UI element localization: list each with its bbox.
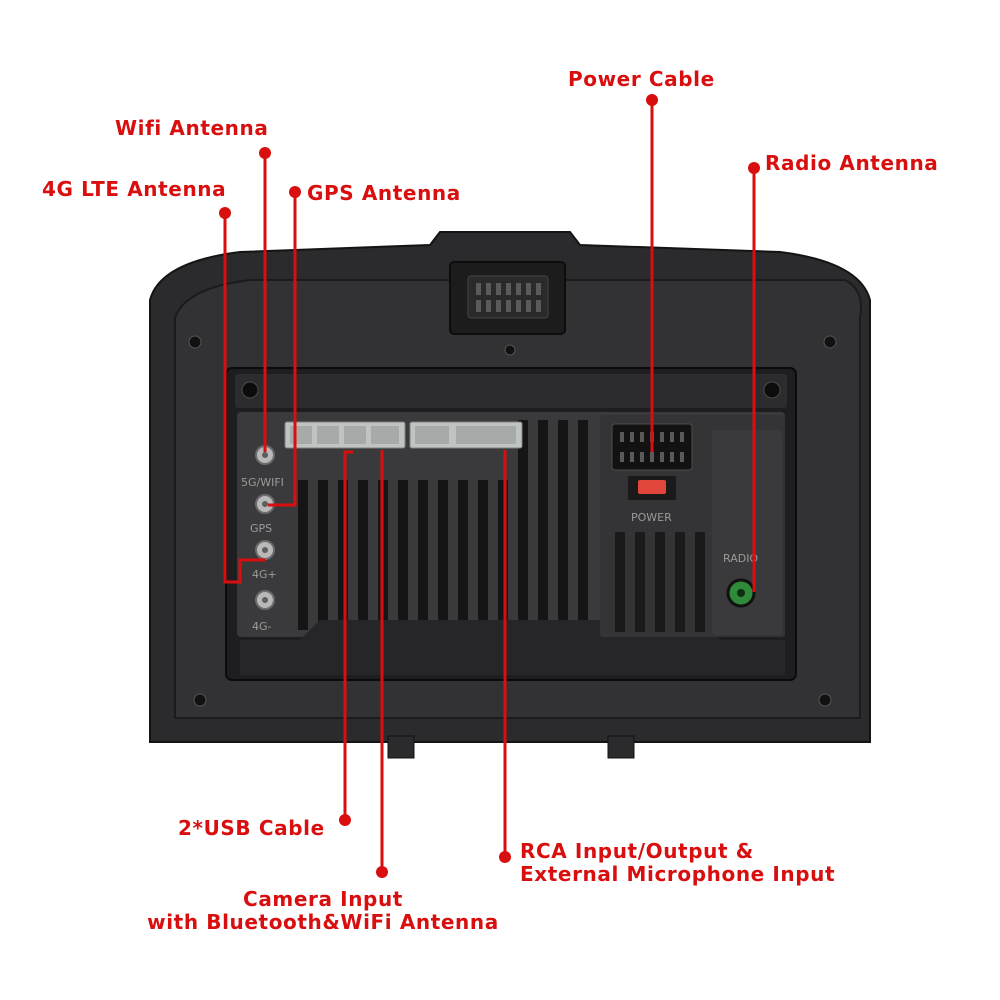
callout-camera-line-2: with Bluetooth&WiFi Antenna (147, 910, 499, 934)
callout-power-cable: Power Cable (568, 67, 715, 91)
power-fuse (638, 480, 666, 494)
leader-lines (223, 100, 756, 872)
usb-camera-connectors (284, 421, 406, 449)
port-label-4g-plus: 4G+ (252, 568, 277, 581)
callout-gps-antenna: GPS Antenna (307, 181, 461, 205)
radio-antenna-jack-center (737, 589, 745, 597)
port-label-radio: RADIO (723, 552, 758, 565)
callout-camera-line-1: Camera Input (243, 887, 403, 911)
power-block-fins (615, 532, 705, 632)
top-harness-pins (476, 283, 541, 312)
radio-block (712, 430, 782, 635)
chassis-top-rail (235, 374, 787, 408)
port-label-4g: 4G- (252, 620, 272, 633)
leader-usb (343, 450, 353, 820)
mounting-tabs (387, 735, 635, 759)
callout-camera-input: Camera Input with Bluetooth&WiFi Antenna (133, 888, 513, 934)
callout-rca-line-2: External Microphone Input (520, 862, 836, 886)
leader-dots (219, 94, 760, 878)
callout-rca-line-1: RCA Input/Output & (520, 839, 754, 863)
callout-wifi-antenna: Wifi Antenna (115, 116, 269, 140)
callout-rca-input: RCA Input/Output & External Microphone I… (520, 840, 835, 886)
callout-4g-lte-antenna: 4G LTE Antenna (42, 177, 227, 201)
callout-radio-antenna: Radio Antenna (765, 151, 939, 175)
leader-4g (223, 213, 265, 584)
port-label-power: POWER (631, 511, 672, 524)
bezel-screws (188, 335, 837, 707)
port-label-gps: GPS (250, 522, 272, 535)
rca-connector (409, 421, 523, 449)
leader-gps (268, 192, 297, 507)
callout-usb-cable: 2*USB Cable (178, 816, 325, 840)
port-label-wifi: 5G/WIFI (241, 476, 284, 489)
